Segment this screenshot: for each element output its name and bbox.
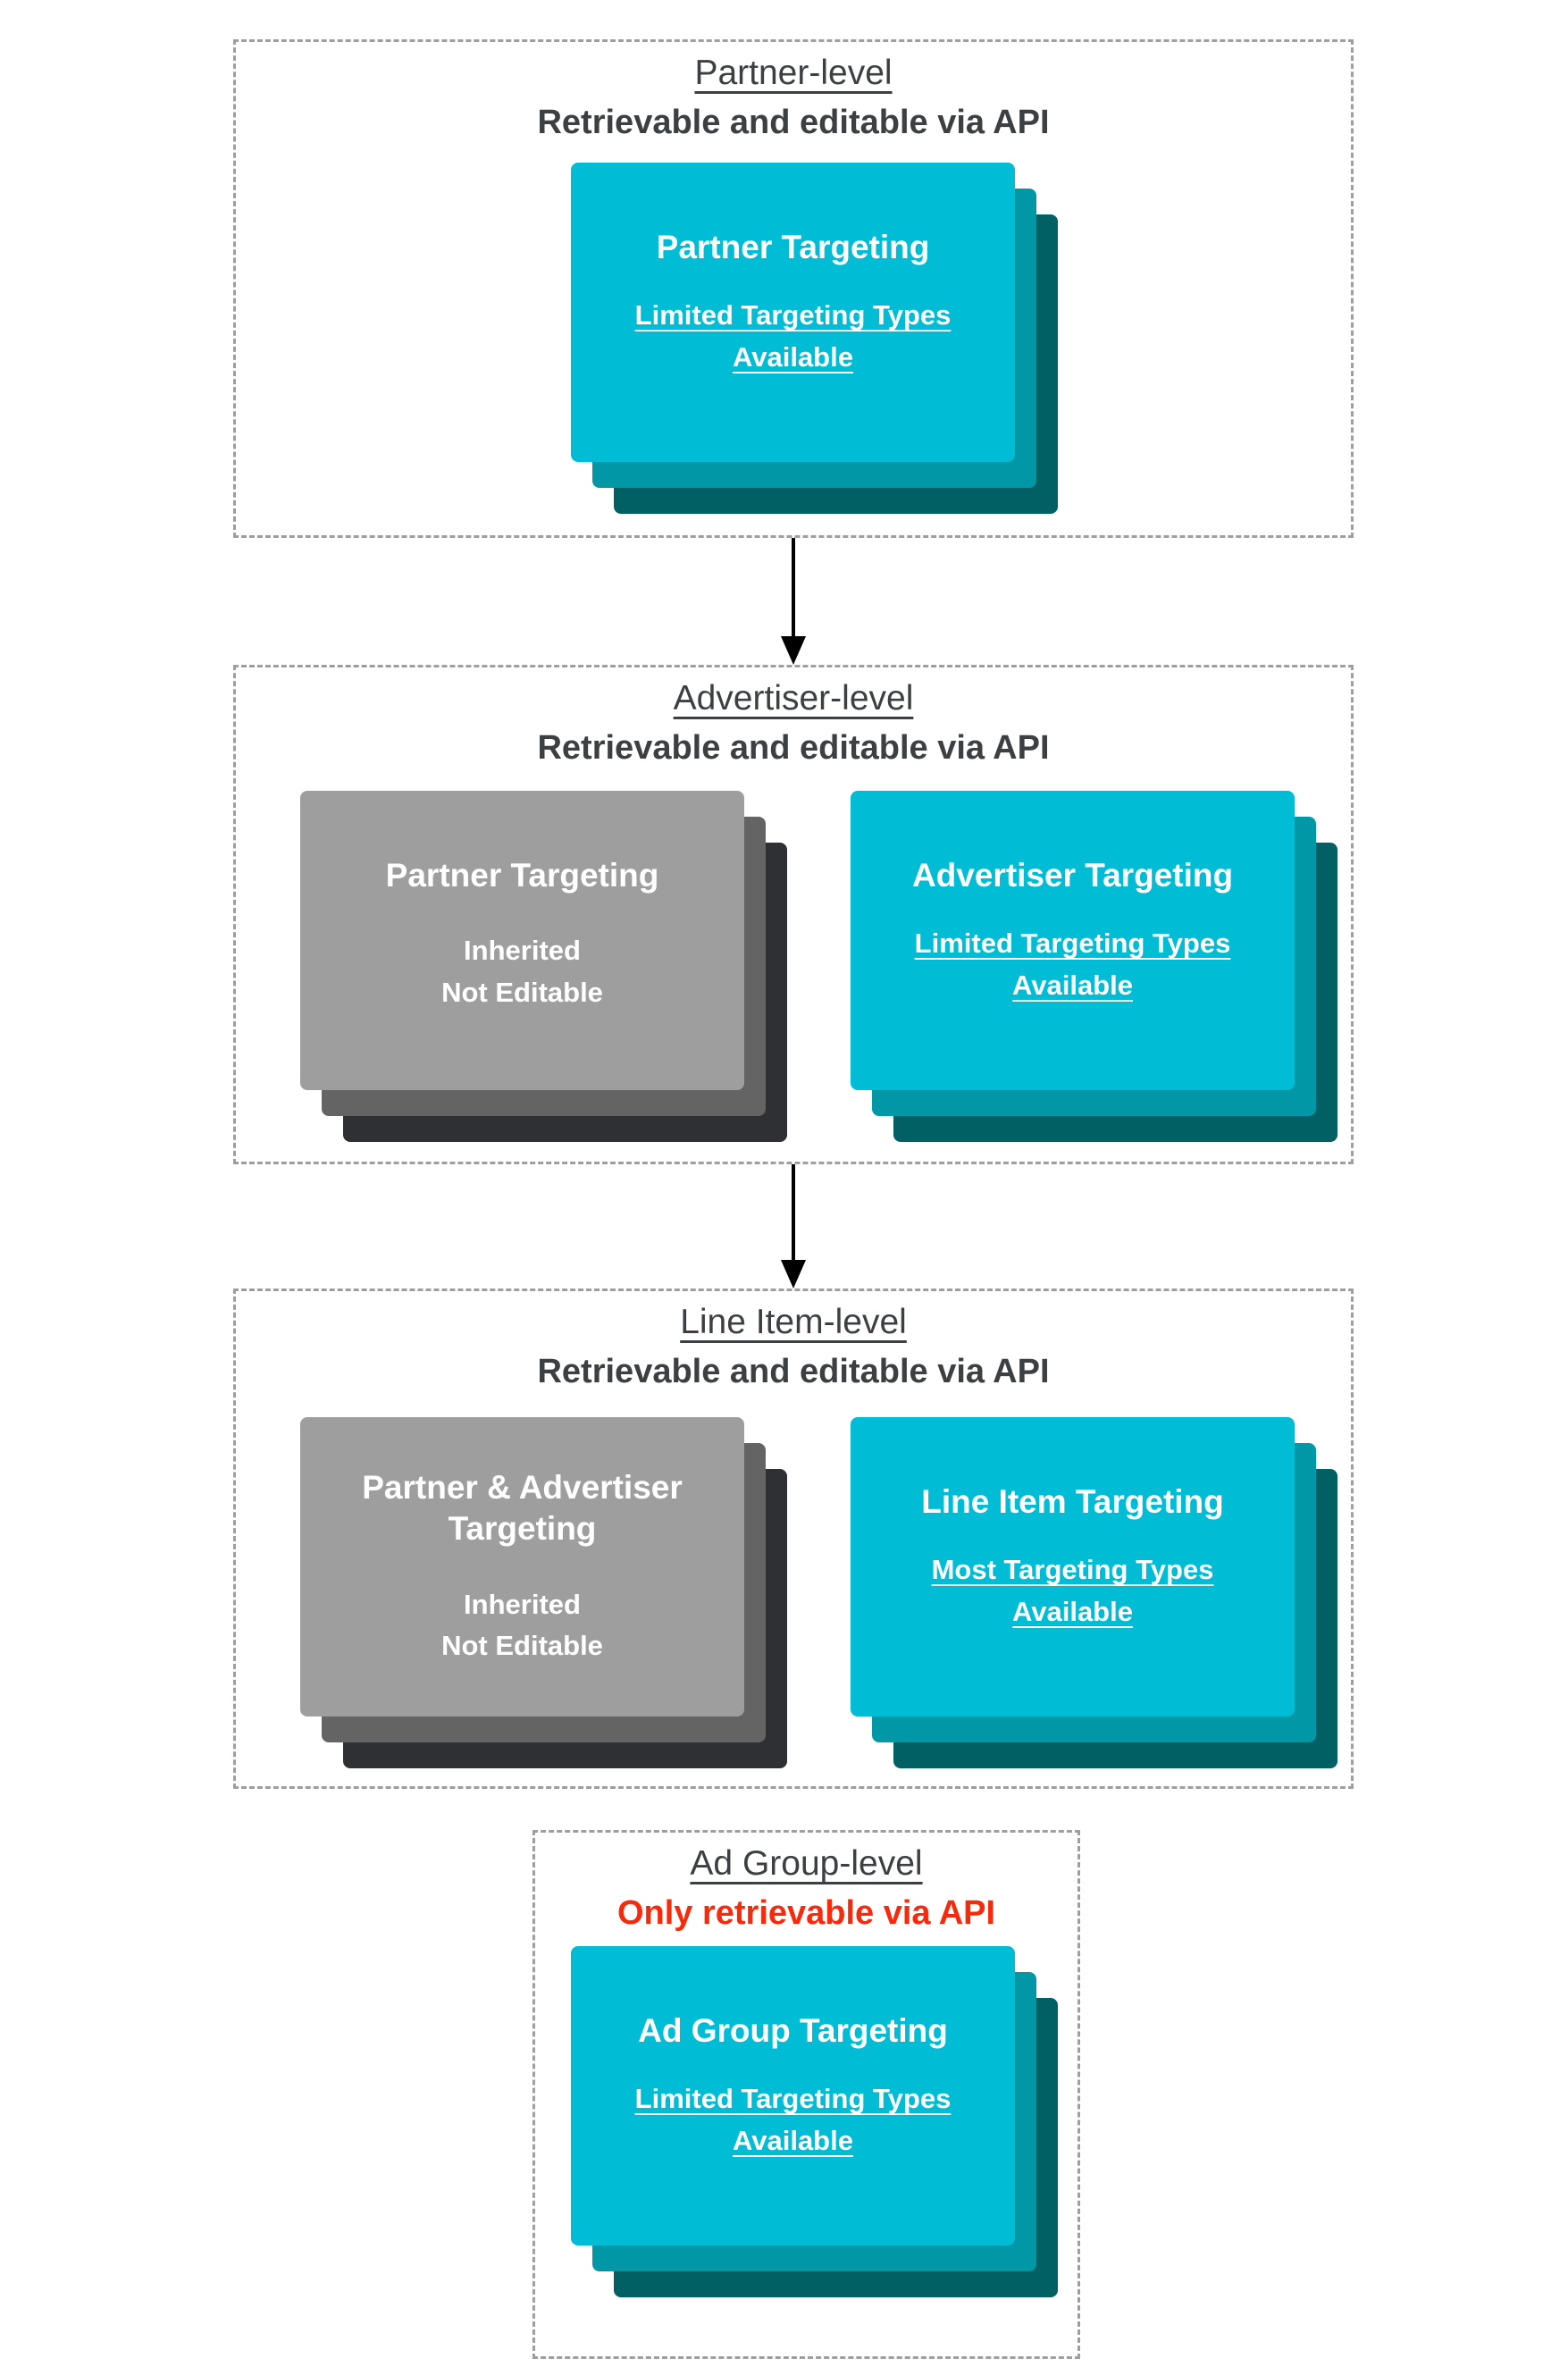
- card-subtitle-line: Limited Targeting Types: [914, 927, 1231, 960]
- card-subtitle-line: Available: [733, 340, 853, 373]
- line-item-targeting-card-stack: Line Item Targeting Most Targeting Types…: [851, 1417, 1337, 1768]
- card-subtitle-line: Not Editable: [441, 1630, 603, 1661]
- card-subtitle-line: Inherited: [464, 935, 581, 967]
- card-subtitle: Most Targeting Types Available: [932, 1549, 1214, 1633]
- arrow-shaft: [792, 538, 795, 636]
- partner-targeting-card-stack: Partner Targeting Limited Targeting Type…: [571, 163, 1058, 514]
- section-line-item-level: Line Item-level Retrievable and editable…: [233, 1288, 1354, 1789]
- card-title-line: Advertiser Targeting: [911, 857, 1234, 894]
- card-title-line: Partner & Advertiser: [362, 1469, 683, 1506]
- section-subtitle: Retrievable and editable via API: [537, 728, 1050, 767]
- card-subtitle: Inherited Not Editable: [441, 930, 603, 1013]
- arrow-down-icon: [781, 538, 806, 665]
- card-title-line: Targeting: [448, 1510, 597, 1548]
- card-subtitle-line: Limited Targeting Types: [634, 299, 952, 332]
- section-header: Partner-level Retrievable and editable v…: [236, 53, 1351, 143]
- inherited-partner-targeting-card-stack: Partner Targeting Inherited Not Editable: [300, 791, 787, 1142]
- card-subtitle-line: Inherited: [464, 1588, 581, 1620]
- arrow-shaft: [792, 1164, 795, 1260]
- section-subtitle: Only retrievable via API: [616, 1893, 996, 1932]
- section-title: Partner-level: [694, 54, 893, 92]
- card-subtitle: Limited Targeting Types Available: [635, 2078, 952, 2161]
- partner-targeting-card: Partner Targeting Limited Targeting Type…: [571, 163, 1015, 462]
- ad-group-targeting-card: Ad Group Targeting Limited Targeting Typ…: [571, 1946, 1015, 2245]
- inherited-partner-targeting-card: Partner Targeting Inherited Not Editable: [300, 791, 744, 1090]
- section-header: Ad Group-level Only retrievable via API: [535, 1843, 1077, 1934]
- section-header: Line Item-level Retrievable and editable…: [236, 1302, 1351, 1392]
- card-title-line: Partner Targeting: [385, 857, 659, 894]
- card-subtitle-line: Limited Targeting Types: [634, 2083, 952, 2115]
- section-subtitle: Retrievable and editable via API: [537, 103, 1050, 141]
- section-partner-level: Partner-level Retrievable and editable v…: [233, 39, 1354, 538]
- section-header: Advertiser-level Retrievable and editabl…: [236, 678, 1351, 768]
- arrow-down-icon: [781, 1164, 806, 1288]
- card-title: Partner & Advertiser Targeting: [362, 1467, 683, 1550]
- section-advertiser-level: Advertiser-level Retrievable and editabl…: [233, 665, 1354, 1164]
- card-title: Partner Targeting: [386, 855, 659, 896]
- card-title: Line Item Targeting: [921, 1481, 1224, 1523]
- arrow-head: [781, 1260, 806, 1288]
- card-title-line: Ad Group Targeting: [638, 2012, 948, 2049]
- card-subtitle: Limited Targeting Types Available: [915, 923, 1231, 1006]
- line-item-targeting-card: Line Item Targeting Most Targeting Types…: [851, 1417, 1295, 1716]
- card-subtitle: Limited Targeting Types Available: [635, 295, 952, 378]
- card-subtitle-line: Not Editable: [441, 976, 603, 1008]
- card-subtitle-line: Available: [1012, 969, 1133, 1001]
- section-title: Line Item-level: [680, 1303, 907, 1341]
- section-ad-group-level: Ad Group-level Only retrievable via API …: [532, 1830, 1080, 2359]
- card-title-line: Line Item Targeting: [921, 1483, 1224, 1520]
- section-subtitle: Retrievable and editable via API: [537, 1352, 1050, 1390]
- inherited-partner-advertiser-targeting-card: Partner & Advertiser Targeting Inherited…: [300, 1417, 744, 1716]
- card-title: Partner Targeting: [657, 227, 930, 268]
- card-subtitle-line: Available: [1012, 1595, 1133, 1627]
- card-subtitle-line: Most Targeting Types: [931, 1554, 1214, 1586]
- card-subtitle-line: Available: [733, 2124, 853, 2156]
- arrow-head: [781, 636, 806, 665]
- advertiser-targeting-card: Advertiser Targeting Limited Targeting T…: [851, 791, 1295, 1090]
- section-title: Advertiser-level: [673, 679, 914, 718]
- advertiser-targeting-card-stack: Advertiser Targeting Limited Targeting T…: [851, 791, 1337, 1142]
- card-title: Advertiser Targeting: [912, 855, 1233, 896]
- card-title: Ad Group Targeting: [638, 2010, 948, 2052]
- inherited-partner-advertiser-targeting-card-stack: Partner & Advertiser Targeting Inherited…: [300, 1417, 787, 1768]
- card-subtitle: Inherited Not Editable: [441, 1584, 603, 1667]
- section-title: Ad Group-level: [690, 1844, 923, 1883]
- card-title-line: Partner Targeting: [656, 229, 930, 265]
- ad-group-targeting-card-stack: Ad Group Targeting Limited Targeting Typ…: [571, 1946, 1058, 2297]
